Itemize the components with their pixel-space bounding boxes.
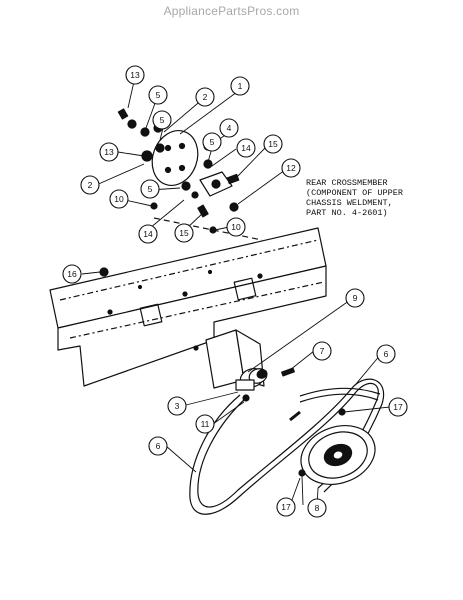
callout-8: 8 [307, 498, 327, 518]
site-watermark: AppliancePartsPros.com [163, 4, 300, 18]
svg-text:5: 5 [160, 115, 165, 125]
svg-text:1: 1 [238, 81, 243, 91]
callout-16: 16 [62, 264, 82, 284]
callout-14-left: 14 [138, 224, 158, 244]
callout-13-top: 13 [125, 65, 145, 85]
large-pulley [289, 410, 376, 485]
bearing-block [199, 171, 233, 197]
callout-15-right: 15 [263, 134, 283, 154]
callout-13-left: 13 [99, 142, 119, 162]
callout-11: 11 [195, 414, 215, 434]
callout-6-right: 6 [376, 344, 396, 364]
callout-1: 1 [230, 76, 250, 96]
callout-9: 9 [345, 288, 365, 308]
drive-belt [189, 378, 385, 515]
svg-text:9: 9 [353, 293, 358, 303]
callout-14-right: 14 [236, 138, 256, 158]
callout-6-left: 6 [148, 436, 168, 456]
leader-lines [81, 76, 391, 508]
annotation-line-3: CHASSIS WELDMENT, [306, 198, 393, 208]
mounting-plate [151, 130, 199, 186]
callout-17-bottom: 17 [276, 497, 296, 517]
svg-text:6: 6 [156, 441, 161, 451]
svg-text:17: 17 [281, 502, 291, 512]
svg-text:17: 17 [393, 402, 403, 412]
callout-12: 12 [281, 158, 301, 178]
callout-10-right: 10 [226, 217, 246, 237]
svg-text:5: 5 [210, 137, 215, 147]
callout-5-left: 5 [140, 179, 160, 199]
annotation-line-4: PART NO. 4-2601) [306, 208, 388, 218]
callout-5-mid: 5 [152, 110, 172, 130]
svg-text:15: 15 [179, 228, 189, 238]
svg-text:3: 3 [175, 401, 180, 411]
svg-text:14: 14 [143, 229, 153, 239]
callout-17-right: 17 [388, 397, 408, 417]
callout-3: 3 [167, 396, 187, 416]
callout-2-lower: 2 [80, 175, 100, 195]
callout-5-top: 5 [148, 85, 168, 105]
svg-text:10: 10 [231, 222, 241, 232]
svg-text:12: 12 [286, 163, 296, 173]
svg-text:14: 14 [241, 143, 251, 153]
svg-text:4: 4 [227, 123, 232, 133]
callout-5-right: 5 [202, 132, 222, 152]
callout-17-bottom-leader [291, 477, 301, 501]
svg-text:2: 2 [203, 92, 208, 102]
alignment-line [153, 217, 263, 241]
svg-text:5: 5 [148, 184, 153, 194]
svg-text:7: 7 [320, 346, 325, 356]
svg-text:16: 16 [67, 269, 77, 279]
svg-text:13: 13 [104, 147, 114, 157]
drive-hub [235, 367, 268, 391]
callout-4: 4 [219, 118, 239, 138]
annotation-line-2: (COMPONENT OF UPPER [306, 188, 403, 198]
svg-text:15: 15 [268, 139, 278, 149]
annotation-line-1: REAR CROSSMEMBER [306, 178, 388, 188]
svg-text:10: 10 [114, 194, 124, 204]
svg-text:2: 2 [88, 180, 93, 190]
crossmember-annotation: REAR CROSSMEMBER (COMPONENT OF UPPER CHA… [306, 178, 463, 218]
callout-2-upper: 2 [195, 87, 215, 107]
svg-text:8: 8 [315, 503, 320, 513]
callout-15-left: 15 [174, 223, 194, 243]
svg-text:6: 6 [384, 349, 389, 359]
callout-10-left: 10 [109, 189, 129, 209]
svg-text:11: 11 [201, 419, 210, 429]
callout-7: 7 [312, 341, 332, 361]
svg-text:5: 5 [156, 90, 161, 100]
svg-text:13: 13 [130, 70, 140, 80]
rear-crossmember [49, 227, 327, 387]
